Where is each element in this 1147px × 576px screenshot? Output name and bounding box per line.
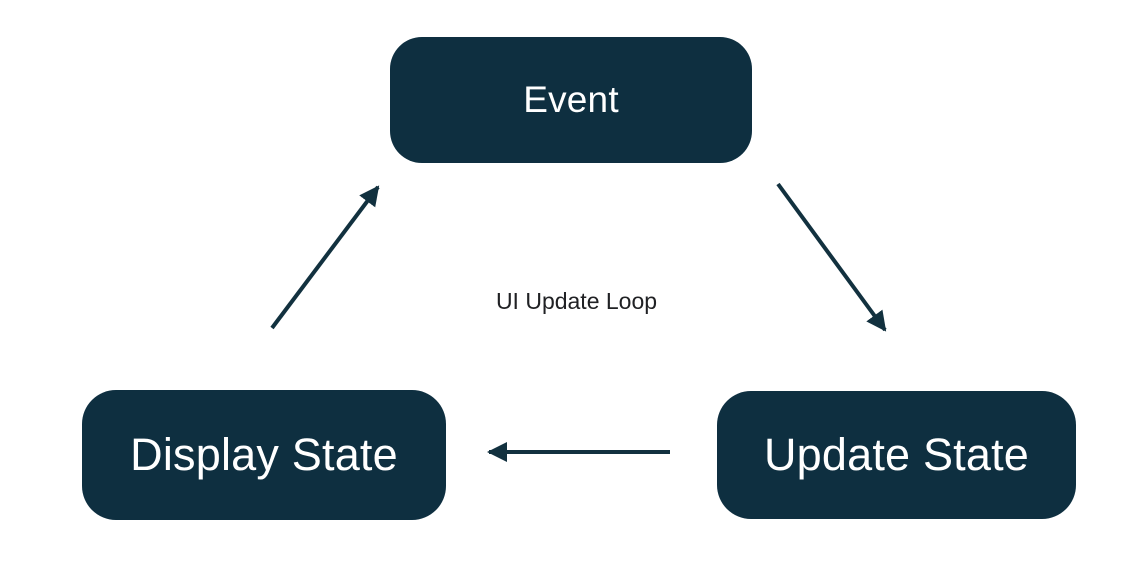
- node-event: Event: [390, 37, 752, 163]
- node-event-label: Event: [523, 79, 619, 120]
- node-display-state-label: Display State: [130, 429, 398, 480]
- node-update-state-label: Update State: [763, 429, 1030, 480]
- diagram-center-label: UI Update Loop: [495, 288, 658, 314]
- node-update-state: Update State: [717, 391, 1076, 519]
- node-display-state: Display State: [82, 390, 446, 520]
